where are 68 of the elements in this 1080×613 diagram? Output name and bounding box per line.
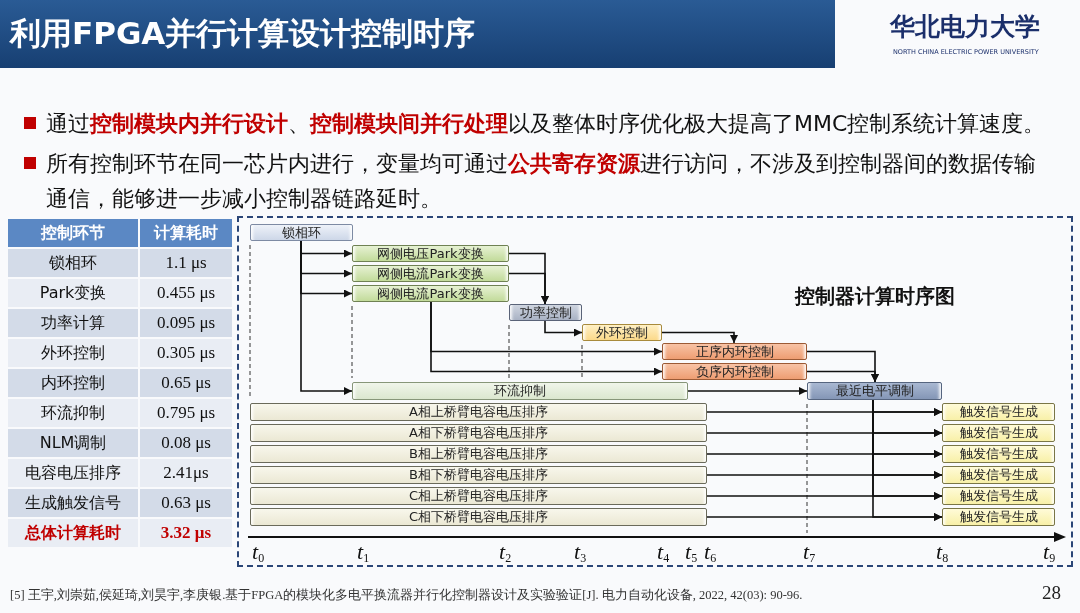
arrow: [508, 272, 549, 305]
timing-bar: 触发信号生成: [942, 403, 1055, 421]
tick-label: t$_{1}$: [357, 540, 370, 567]
timing-bar: 网侧电压Park变换: [352, 245, 509, 262]
tick-label: t$_{6}$: [704, 540, 717, 567]
table-header-cell: 计算耗时: [140, 219, 232, 247]
table-cell: 0.795 μs: [140, 399, 232, 427]
timing-bar: 触发信号生成: [942, 508, 1055, 526]
arrow: [661, 331, 738, 344]
table-cell: 外环控制: [8, 339, 138, 367]
table-cell: 0.455 μs: [140, 279, 232, 307]
tick-label: t$_{4}$: [657, 540, 670, 567]
timing-bar: 最近电平调制: [807, 382, 942, 400]
university-name: 华北电力大学: [890, 11, 1040, 43]
tick-label: t$_{7}$: [803, 540, 816, 567]
arrow: [300, 240, 353, 395]
timing-bar: 触发信号生成: [942, 445, 1055, 463]
timing-bar: 网侧电流Park变换: [352, 265, 509, 282]
table-cell: 0.08 μs: [140, 429, 232, 457]
table-cell: 0.65 μs: [140, 369, 232, 397]
table-cell: 2.41μs: [140, 459, 232, 487]
timing-bar: 触发信号生成: [942, 424, 1055, 442]
timing-bar: 阀侧电流Park变换: [352, 285, 509, 302]
timing-bar: 锁相环: [250, 224, 353, 241]
reference-text: [5] 王宇,刘崇茹,侯延琦,刘昊宇,李庚银.基于FPGA的模块化多电平换流器并行化控制器设计及实验验证[J]. 电力自动化设备, 2022, 42(03): 90-96.: [10, 587, 803, 604]
arrow: [806, 370, 879, 383]
table-cell: 3.32 μs: [140, 519, 232, 547]
timing-bar: 触发信号生成: [942, 466, 1055, 484]
timing-bar: A相上桥臂电容电压排序: [250, 403, 707, 421]
timing-bar: 功率控制: [509, 304, 582, 321]
tick-label: t$_{9}$: [1043, 540, 1056, 567]
table-cell: 0.095 μs: [140, 309, 232, 337]
arrow: [872, 399, 943, 521]
timing-bar: C相下桥臂电容电压排序: [250, 508, 707, 526]
timing-bar: 正序内环控制: [662, 343, 807, 360]
table-cell: 生成触发信号: [8, 489, 138, 517]
tick-label: t$_{5}$: [685, 540, 698, 567]
table-cell: 总体计算耗时: [8, 519, 138, 547]
bullet-text: 通过控制模块内并行设计、控制模块间并行处理以及整体时序优化极大提高了MMC控制系统计算速度。: [46, 110, 1046, 138]
arrow: [430, 301, 663, 376]
table-cell: 环流抑制: [8, 399, 138, 427]
chart-title: 控制器计算时序图: [795, 283, 955, 310]
tick-label: t$_{0}$: [252, 540, 265, 567]
timing-bar: 外环控制: [582, 324, 662, 341]
arrow: [544, 320, 583, 337]
table-cell: 0.305 μs: [140, 339, 232, 367]
timing-bar: 环流抑制: [352, 382, 688, 400]
page-number: 28: [1042, 582, 1061, 604]
tick-label: t$_{8}$: [936, 540, 949, 567]
table-cell: 锁相环: [8, 249, 138, 277]
table-header-cell: 控制环节: [8, 219, 138, 247]
timing-bar: B相下桥臂电容电压排序: [250, 466, 707, 484]
table-cell: 0.63 μs: [140, 489, 232, 517]
timing-bar: A相下桥臂电容电压排序: [250, 424, 707, 442]
slide-title: 利用FPGA并行计算设计控制时序: [10, 14, 476, 53]
bullet-text: 所有控制环节在同一芯片内进行，变量均可通过公共寄存资源进行访问，不涉及到控制器间的数据传输通信，能够进一步减小控制器链路延时。: [46, 150, 1037, 213]
timing-bar: 负序内环控制: [662, 363, 807, 380]
tick-label: t$_{2}$: [499, 540, 512, 567]
timing-bar: B相上桥臂电容电压排序: [250, 445, 707, 463]
table-cell: 功率计算: [8, 309, 138, 337]
table-cell: 内环控制: [8, 369, 138, 397]
timing-bar: 触发信号生成: [942, 487, 1055, 505]
table-cell: Park变换: [8, 279, 138, 307]
timing-bar: C相上桥臂电容电压排序: [250, 487, 707, 505]
tick-label: t$_{3}$: [574, 540, 587, 567]
table-cell: 电容电压排序: [8, 459, 138, 487]
table-cell: NLM调制: [8, 429, 138, 457]
table-cell: 1.1 μs: [140, 249, 232, 277]
